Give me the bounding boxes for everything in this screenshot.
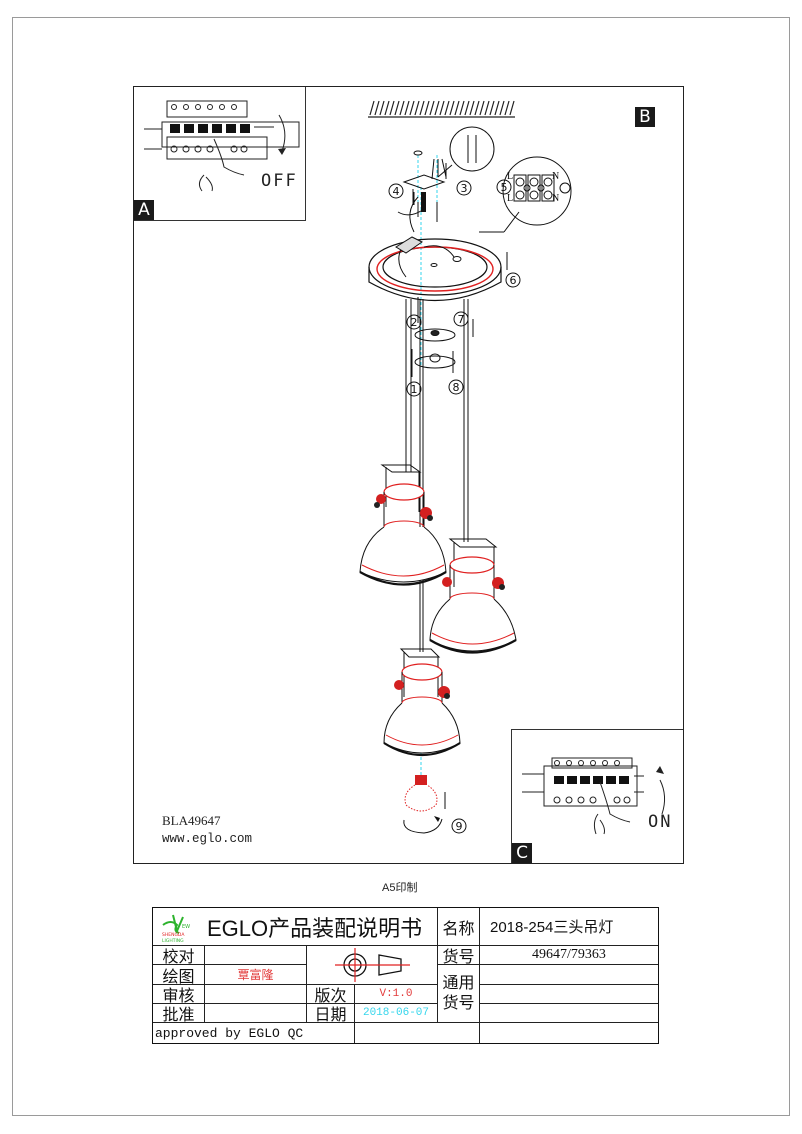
model-code: BLA49647 — [162, 813, 221, 828]
approved-by: approved by EGLO QC — [153, 1023, 355, 1043]
blank-cell-2 — [480, 1023, 658, 1043]
blank-cell-1 — [355, 1023, 480, 1043]
approve-label: 批准 — [153, 1004, 205, 1023]
version-value: V:1.0 — [355, 985, 438, 1004]
breaker-panel-icon — [144, 100, 300, 192]
panel-letter-a: A — [134, 200, 154, 220]
document-title-cell: EW SHENGDA LIGHTING EGLO产品装配说明书 — [153, 908, 438, 946]
date-value: 2018-06-07 — [355, 1004, 438, 1023]
svg-text:6: 6 — [510, 274, 517, 287]
date-label: 日期 — [307, 1004, 355, 1023]
lamp-shade-3 — [383, 648, 461, 757]
document-title: EGLO产品装配说明书 — [207, 915, 423, 941]
panel-a-breaker-off: OFF A — [134, 87, 306, 221]
svg-text:5: 5 — [501, 181, 508, 194]
page-border — [12, 17, 790, 1116]
svg-text:2: 2 — [411, 316, 418, 329]
common-item-no-value-3 — [480, 1004, 658, 1023]
check-value — [205, 946, 307, 965]
svg-text:9: 9 — [456, 820, 463, 833]
assembly-drawing: OFF A B — [133, 86, 684, 864]
title-block: EW SHENGDA LIGHTING EGLO产品装配说明书 名称 2018-… — [152, 907, 659, 1044]
item-no-label: 货号 — [438, 946, 480, 965]
svg-text:SHENGDA: SHENGDA — [162, 932, 185, 938]
svg-text:L: L — [507, 193, 513, 204]
product-name: 2018-254三头吊灯 — [480, 908, 658, 946]
svg-text:N: N — [552, 171, 559, 182]
website-link[interactable]: www.eglo.com — [162, 832, 253, 846]
svg-text:7: 7 — [458, 313, 465, 326]
lamp-shade-2 — [429, 538, 517, 654]
svg-text:4: 4 — [393, 185, 400, 198]
print-size-label: A5印制 — [382, 882, 418, 894]
common-item-no-label: 通用货号 — [438, 965, 480, 1023]
check-label: 校对 — [153, 946, 205, 965]
lamp-shade-1 — [359, 464, 447, 586]
drawn-value: 覃富隆 — [205, 965, 307, 985]
svg-text:1: 1 — [411, 383, 418, 396]
shengda-logo-icon: EW SHENGDA LIGHTING — [162, 914, 190, 944]
panel-letter-c: C — [512, 843, 532, 863]
projection-symbol — [307, 946, 438, 985]
name-label: 名称 — [438, 908, 480, 946]
svg-text:EW: EW — [182, 924, 190, 930]
svg-text:8: 8 — [453, 381, 460, 394]
approve-value — [205, 1004, 307, 1023]
pendant-lamp-assembly-illustration: L L N N — [359, 100, 572, 834]
panel-c-breaker-on: ON C — [511, 729, 683, 863]
ceiling-hatch-icon — [369, 100, 515, 116]
review-value — [205, 985, 307, 1004]
panel-letter-b: B — [635, 107, 655, 127]
common-item-no-value-2 — [480, 985, 658, 1004]
svg-text:L: L — [507, 171, 513, 182]
third-angle-projection-icon — [334, 947, 410, 982]
item-no-value: 49647/79363 — [480, 946, 658, 965]
review-label: 审核 — [153, 985, 205, 1004]
off-label: OFF — [261, 171, 298, 191]
on-label: ON — [648, 812, 673, 832]
svg-text:N: N — [552, 193, 559, 204]
version-label: 版次 — [307, 985, 355, 1004]
common-item-no-value-1 — [480, 965, 658, 985]
light-bulb-icon — [403, 775, 443, 834]
drawn-label: 绘图 — [153, 965, 205, 985]
svg-text:3: 3 — [461, 182, 468, 195]
breaker-panel-icon — [522, 757, 666, 835]
svg-text:LIGHTING: LIGHTING — [162, 938, 184, 944]
